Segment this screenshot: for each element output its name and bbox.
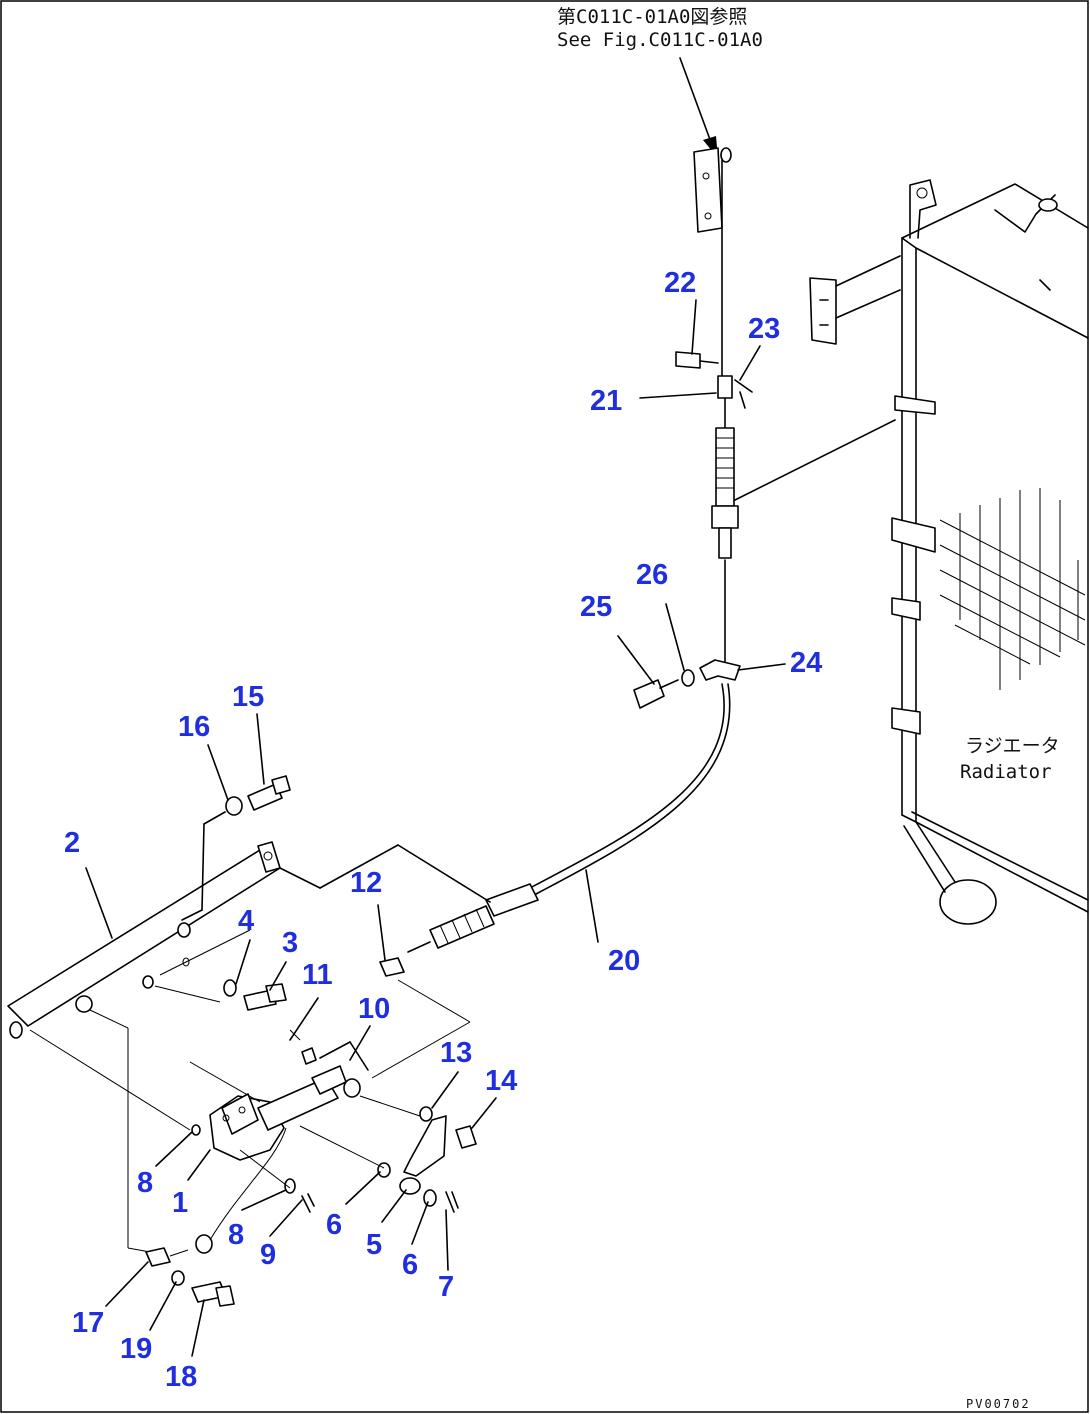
callout-7: 7 [438,1271,454,1303]
reference-note-en: See Fig.C011C-01A0 [557,29,763,51]
callout-23: 23 [748,313,780,345]
callout-3: 3 [282,927,298,959]
reference-arrow [679,57,718,158]
upper-linkage [529,147,753,895]
reference-note-jp: 第C011C-01A0図参照 [557,6,747,28]
callout-10: 10 [358,993,390,1025]
callout-24: 24 [790,647,822,679]
mounting-plate [7,811,321,1253]
callout-6b: 6 [402,1249,418,1281]
radiator-label-en: Radiator [960,761,1052,783]
callout-22: 22 [664,267,696,299]
lower-bracket [145,1247,235,1307]
callout-6a: 6 [326,1209,342,1241]
callout-19: 19 [120,1333,152,1365]
callout-20: 20 [608,945,640,977]
callout-8b: 8 [228,1219,244,1251]
bolt-3-washer-4 [223,979,287,1011]
radiator-label-jp: ラジエータ [965,735,1060,757]
callout-15: 15 [232,681,264,713]
callout-12: 12 [350,867,382,899]
callout-4: 4 [238,905,254,937]
callout-leaders [85,299,786,1357]
callout-1: 1 [172,1187,188,1219]
callout-2: 2 [64,827,80,859]
callout-11: 11 [302,959,333,991]
callout-9: 9 [260,1239,276,1271]
radiator-grille [939,488,1086,690]
callout-17: 17 [72,1307,104,1339]
figure-code: PV00702 [966,1397,1031,1411]
actuator [189,1061,361,1161]
radiator-assembly [734,179,1089,925]
callout-8a: 8 [137,1167,153,1199]
cable-end [319,844,539,977]
callout-26: 26 [636,559,668,591]
bolt-15-washer-16 [225,775,291,816]
callout-25: 25 [580,591,612,623]
callout-14: 14 [485,1065,517,1097]
callout-13: 13 [440,1037,472,1069]
callout-5: 5 [366,1229,382,1261]
callout-18: 18 [165,1361,197,1393]
callout-labels: 1 2 3 4 5 6 6 7 8 8 9 10 11 12 13 14 15 … [64,267,822,1393]
hardware-parts [195,979,477,1254]
callout-16: 16 [178,711,210,743]
callout-21: 21 [590,385,622,417]
